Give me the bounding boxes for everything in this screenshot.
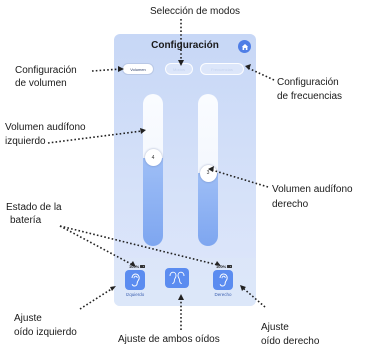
right-volume-knob[interactable]: 3 <box>199 164 217 182</box>
ear-icon <box>219 273 228 287</box>
right-volume-fill <box>198 173 218 246</box>
right-ear-button[interactable] <box>213 270 233 290</box>
battery-left-value: 100% <box>129 264 140 269</box>
annotation-both-ears: Ajuste de ambos oídos <box>118 334 220 345</box>
annotation-mode-selection: Selección de modos <box>150 6 241 17</box>
ear-icon <box>131 273 140 287</box>
annotation-right-volume-line1: Volumen audífono <box>272 184 353 195</box>
tab-modes[interactable]: Modos <box>165 63 193 75</box>
screen-title: Configuración <box>151 40 219 51</box>
tab-volume[interactable]: Volumen <box>122 63 154 75</box>
annotation-left-volume-line1: Volumen audífono <box>5 122 86 133</box>
annotation-battery-line2: batería <box>10 215 42 226</box>
battery-icon <box>140 265 146 268</box>
left-volume-knob[interactable]: 4 <box>144 149 162 167</box>
both-ears-icon <box>169 271 185 285</box>
left-volume-slider[interactable] <box>143 94 163 246</box>
annotation-left-volume-line2: izquierdo <box>5 136 46 147</box>
left-ear-button[interactable] <box>125 270 145 290</box>
battery-right: 100% <box>216 264 233 269</box>
annotation-volume-config-line2: de volumen <box>15 78 67 89</box>
mode-selector: Volumen Modos Frecuencias <box>114 63 256 75</box>
left-ear-label: Izquierdo <box>125 292 145 297</box>
battery-right-value: 100% <box>216 264 227 269</box>
annotation-left-ear-line1: Ajuste <box>14 313 42 324</box>
home-icon <box>241 43 248 50</box>
annotation-battery-line1: Estado de la <box>6 202 62 213</box>
tab-frequencies[interactable]: Frecuencias <box>200 63 244 75</box>
pointer-left-ear <box>79 287 114 310</box>
annotation-right-ear-line2: oído derecho <box>261 336 320 347</box>
left-volume-fill <box>143 157 163 246</box>
annotation-volume-config-line1: Configuración <box>15 65 77 76</box>
phone-screen: Configuración Volumen Modos Frecuencias … <box>114 34 256 306</box>
home-button[interactable] <box>238 40 251 53</box>
battery-left: 100% <box>129 264 146 269</box>
bottom-panel: 100% 100% Izquierdo Der <box>114 258 256 306</box>
annotation-right-volume-line2: derecho <box>272 199 309 210</box>
both-ears-button[interactable] <box>165 268 189 288</box>
annotation-freq-config-line2: de frecuencias <box>277 91 343 102</box>
annotation-left-ear-line2: oído izquierdo <box>14 327 77 338</box>
right-ear-label: Derecho <box>214 292 232 297</box>
annotation-right-ear-line1: Ajuste <box>261 322 289 333</box>
battery-icon <box>227 265 233 268</box>
annotation-freq-config-line1: Configuración <box>277 77 339 88</box>
